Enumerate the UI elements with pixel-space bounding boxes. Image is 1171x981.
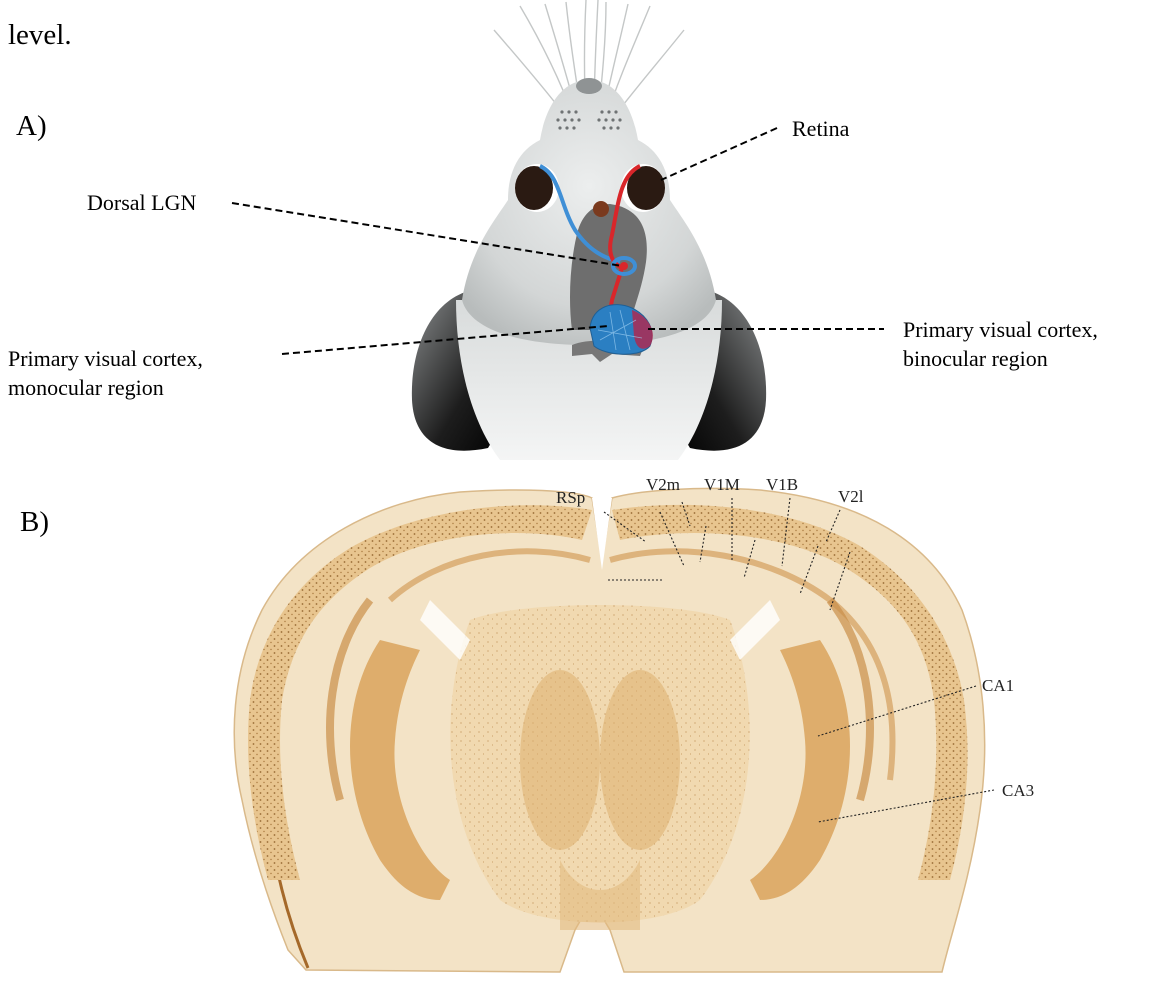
label-ca3: CA3 [1002, 781, 1034, 800]
label-v1-binocular-line1: Primary visual cortex, [903, 317, 1098, 342]
label-v1-monocular-line2: monocular region [8, 375, 164, 400]
label-rsp: RSp [556, 488, 585, 507]
label-v1b: V1B [766, 475, 798, 494]
label-v1m: V1M [704, 475, 740, 494]
superior-colliculus-dot [593, 201, 609, 217]
label-v1-binocular-line2: binocular region [903, 346, 1048, 371]
label-v2l: V2l [838, 487, 864, 506]
left-eye [515, 164, 559, 212]
label-v2m: V2m [646, 475, 680, 494]
right-eye [621, 164, 665, 212]
label-ca1: CA1 [982, 676, 1014, 695]
label-dorsal-lgn: Dorsal LGN [87, 190, 196, 215]
mouse-illustration [412, 0, 766, 460]
leader-retina [661, 128, 777, 180]
label-retina: Retina [792, 116, 850, 141]
nose [576, 78, 602, 94]
panel-a-label: A) [16, 110, 47, 142]
label-v1-monocular-line1: Primary visual cortex, [8, 346, 203, 371]
lgn-center [620, 262, 628, 270]
brain-section [234, 488, 984, 972]
panel-b-label: B) [20, 506, 49, 538]
header-text: level. [8, 19, 72, 51]
